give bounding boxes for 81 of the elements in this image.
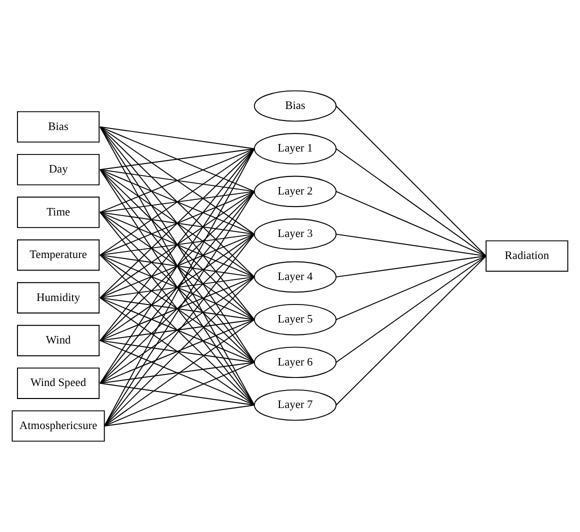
connector [100,212,255,363]
connector [100,169,255,278]
connector [100,319,255,342]
connector [100,234,255,256]
connector [336,256,487,363]
connector [100,276,255,384]
connector [100,126,255,363]
node-box: Bias [17,111,100,143]
connector [104,362,255,426]
connector [100,319,255,384]
connector [100,169,255,406]
connector [100,297,255,406]
node-box: Day [17,154,100,186]
node-box: Atmosphericsure [12,410,105,442]
connector [336,106,487,256]
connector [100,148,255,384]
node-box: Wind Speed [17,368,100,399]
connector [100,234,255,298]
connector [100,148,255,298]
connector [104,190,255,426]
connector [336,256,487,406]
connector [104,276,255,426]
connector [100,276,255,298]
connector [100,254,255,278]
connector [100,148,255,256]
connector [100,126,255,406]
node-box: Time [17,196,100,228]
connector [336,234,487,256]
connector [100,169,255,192]
node-box: Wind [17,324,100,356]
node-ellipse: Layer 2 [254,176,337,208]
connector [104,404,255,426]
connector [100,169,255,235]
connector [100,169,255,363]
node-ellipse: Layer 5 [254,304,337,336]
connector [100,126,255,278]
connector [100,276,255,342]
connector [100,126,255,320]
connector [100,148,255,342]
connector [100,254,255,320]
connector [100,340,255,363]
connector [100,148,255,213]
connector [336,148,487,256]
connector [100,190,255,213]
connector [104,319,255,426]
node-ellipse: Layer 1 [254,133,337,164]
connector [100,126,255,235]
connector [100,212,255,278]
node-box: Radiation [486,240,568,272]
node-ellipse: Layer 7 [254,389,337,421]
node-ellipse: Layer 4 [254,261,337,293]
connector [104,148,255,426]
node-ellipse: Bias [254,90,337,122]
connector [100,169,255,320]
node-ellipse: Layer 3 [254,218,337,250]
connector [100,254,255,363]
connector [336,256,487,320]
connector [100,190,255,256]
node-ellipse: Layer 6 [254,346,337,378]
connector [100,126,255,192]
connector [104,234,255,426]
connector [100,297,255,320]
connector [336,190,487,256]
connector [100,234,255,384]
connector [100,212,255,406]
connector [100,212,255,320]
connector [100,126,255,150]
connector [100,234,255,342]
connector [100,190,255,384]
connector [100,297,255,363]
connector [336,256,487,278]
connector [100,362,255,384]
connector [100,148,255,170]
connector [100,190,255,342]
connector [100,212,255,235]
connector [100,340,255,406]
connector [100,190,255,298]
connector [100,382,255,406]
node-box: Temperature [17,239,100,271]
node-box: Humidity [17,282,100,314]
connector [100,254,255,406]
